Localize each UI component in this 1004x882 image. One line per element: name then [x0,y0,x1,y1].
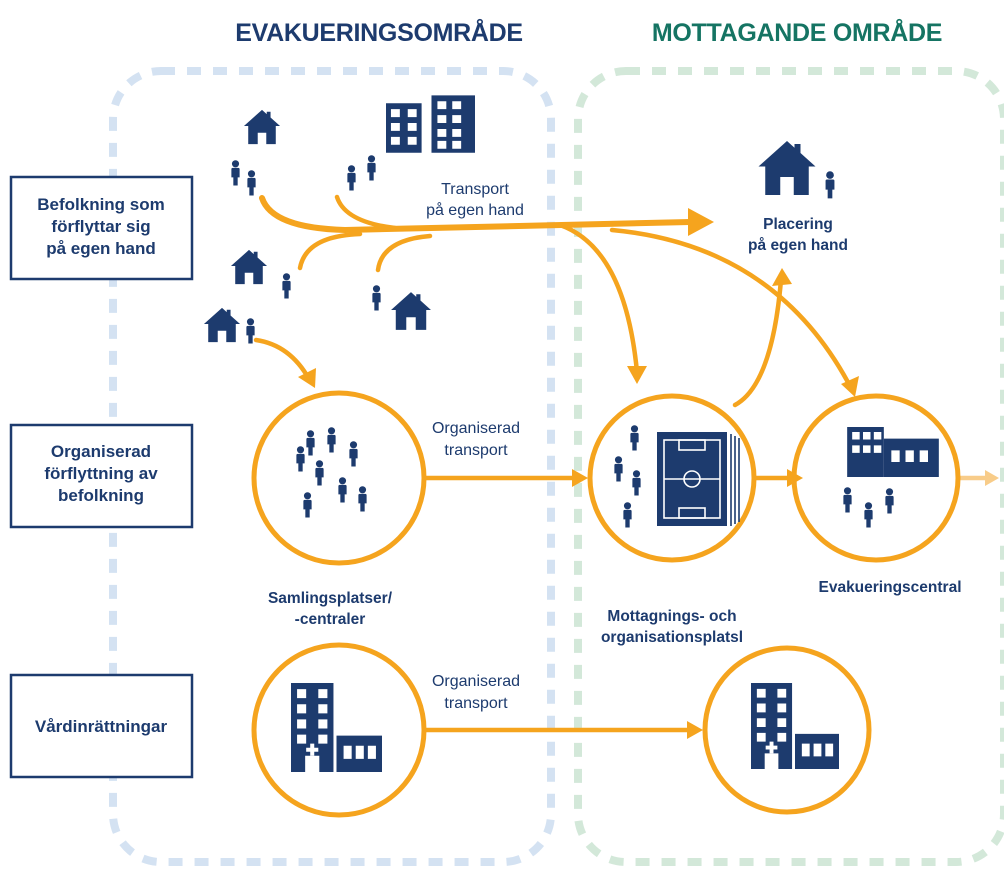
person-icon [315,460,324,486]
flow-label-organized-1-line2: transport [444,442,508,459]
person-icon [231,160,240,186]
care-source-circle [251,642,427,818]
person-icon [246,318,255,344]
row-label-box-self-move [9,175,194,281]
self-to-evac-center-arrow [609,227,853,389]
evacuation-zone-title: EVAKUERINGSOMRÅDE [235,18,523,47]
reception-to-self-placement-arrow [732,277,784,408]
house-icon [203,307,241,343]
arrowhead-organized-2 [687,721,703,739]
person-icon [358,486,367,512]
hospital-icon [291,683,382,772]
person-icon [614,456,623,482]
tributary-from-left-house [297,231,363,271]
house-icon [243,109,281,145]
assembly-circle [251,390,427,566]
flow-arrows [253,194,990,733]
person-icon [632,470,641,496]
node-label-assembly-line2: -centraler [295,611,366,628]
flow-label-organized-2-line1: Organiserad [432,673,520,690]
house-icon [230,249,268,285]
person-icon [349,441,358,467]
flow-label-organized-2-line2: transport [444,695,508,712]
row-label-organized-line2: förflyttning av [44,464,158,483]
arrowhead-reception [627,366,647,384]
row-label-self-move-line3: på egen hand [46,239,156,258]
person-icon [338,477,347,503]
receiving-zone-title: MOTTAGANDE OMRÅDE [652,18,942,47]
arrowhead-self-placement [688,208,714,236]
person-icon [306,430,315,456]
care-destination-circle [702,645,872,815]
icons [203,95,939,772]
reception-circle [587,393,757,563]
node-label-reception-line1: Mottagnings- och [607,608,736,625]
person-icon [247,170,256,196]
row-label-self-move-line1: Befolkning som [37,195,165,214]
person-icon [296,446,305,472]
person-icon [843,487,852,513]
flow-label-own-transport-line1: Transport [441,181,509,198]
row-label-box-organized [9,423,194,529]
person-icon [623,502,632,528]
tributary-from-right-house [375,233,433,273]
to-assembly-arrow [253,337,312,382]
person-icon [372,285,381,311]
apartment-building-icon [386,95,475,153]
arrowhead-organized-1 [572,469,588,487]
arrowhead-faded-onward [985,470,999,486]
tributary-from-apartments [334,194,398,231]
person-icon [825,171,835,199]
node-label-evac-center: Evakueringscentral [818,579,961,596]
stadium-icon [657,432,740,526]
arrowhead-evac-center [841,376,859,397]
row-label-organized-line1: Organiserad [51,442,151,461]
arrow-heads [298,208,999,739]
node-label-reception-line2: organisationsplatsl [601,629,743,646]
person-icon [630,425,639,451]
node-label-self-placement-line1: Placering [763,216,833,233]
evac-center-circle [791,393,961,563]
node-label-assembly-line1: Samlingsplatser/ [268,590,393,607]
self-to-reception-arrow [557,222,640,375]
person-icon [303,492,312,518]
hospital-icon [751,683,839,770]
node-label-self-placement-line2: på egen hand [748,237,848,254]
evacuation-center-building-icon [847,427,939,477]
person-icon [885,488,894,514]
row-label-self-move-line2: förflyttar sig [51,217,150,236]
person-icon [367,155,376,181]
person-icon [864,502,873,528]
flow-label-organized-1-line1: Organiserad [432,420,520,437]
house-icon [758,141,816,195]
person-icon [282,273,291,299]
arrowhead-reception-to-placement [772,268,792,286]
main-self-transport-arrow [259,195,693,234]
person-icon [327,427,336,453]
row-label-box-care-facilities [9,673,194,779]
receiving-zone-border [574,67,1004,866]
house-icon [391,292,431,330]
flow-label-own-transport-line2: på egen hand [426,201,524,219]
row-label-care-facilities: Vårdinrättningar [35,717,168,736]
row-label-organized-line3: befolkning [58,486,144,505]
arrowhead-assembly [298,368,316,388]
person-icon [347,165,356,191]
node-circles [251,390,961,818]
